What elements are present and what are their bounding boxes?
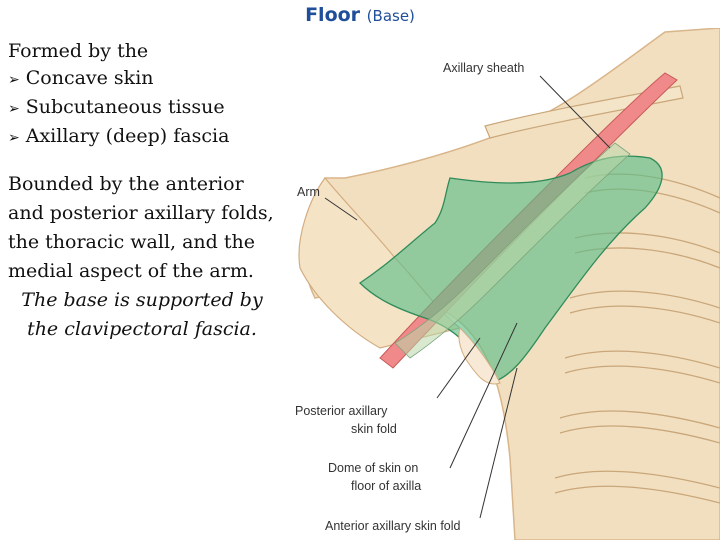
- support-paragraph: The base is supported by the clavipector…: [21, 289, 263, 340]
- clavicle-bone: [484, 85, 684, 139]
- leader-lines: [324, 75, 611, 519]
- label-posterior-fold-1: Posterior axillary: [295, 404, 388, 418]
- axilla-illustration: Axillary sheath Arm Posterior axillary s…: [295, 28, 720, 540]
- bullet-text: Concave skin: [25, 67, 154, 89]
- bullet-item: ➢ Subcutaneous tissue: [8, 94, 288, 123]
- axillary-sheath-band: [394, 142, 631, 359]
- label-arm: Arm: [297, 185, 320, 199]
- label-dome-1: Dome of skin on: [328, 461, 418, 475]
- bullet-text: Axillary (deep) fascia: [25, 125, 230, 147]
- bullet-list: ➢ Concave skin ➢ Subcutaneous tissue ➢ Axil…: [8, 65, 288, 152]
- bullet-text: Subcutaneous tissue: [25, 96, 225, 118]
- title-main: Floor: [305, 4, 367, 26]
- bullet-item: ➢ Axillary (deep) fascia: [8, 123, 288, 152]
- axilla-figure: Axillary sheath Arm Posterior axillary s…: [285, 28, 720, 540]
- label-posterior-fold-2: skin fold: [351, 422, 397, 436]
- label-axillary-sheath: Axillary sheath: [443, 61, 524, 75]
- text-column: Formed by the ➢ Concave skin ➢ Subcutaneou…: [8, 38, 288, 344]
- title-paren: (Base): [366, 7, 415, 25]
- label-dome-2: floor of axilla: [351, 479, 421, 493]
- arrow-bullet-icon: ➢: [8, 130, 20, 146]
- label-anterior-fold: Anterior axillary skin fold: [325, 519, 461, 533]
- intro-text: Formed by the: [8, 40, 149, 62]
- bounded-paragraph: Bounded by the anterior and posterior ax…: [8, 173, 274, 282]
- arrow-bullet-icon: ➢: [8, 72, 20, 88]
- bullet-item: ➢ Concave skin: [8, 65, 288, 94]
- arrow-bullet-icon: ➢: [8, 101, 20, 117]
- slide-title: Floor (Base): [0, 4, 720, 26]
- dome-underside: [458, 327, 501, 385]
